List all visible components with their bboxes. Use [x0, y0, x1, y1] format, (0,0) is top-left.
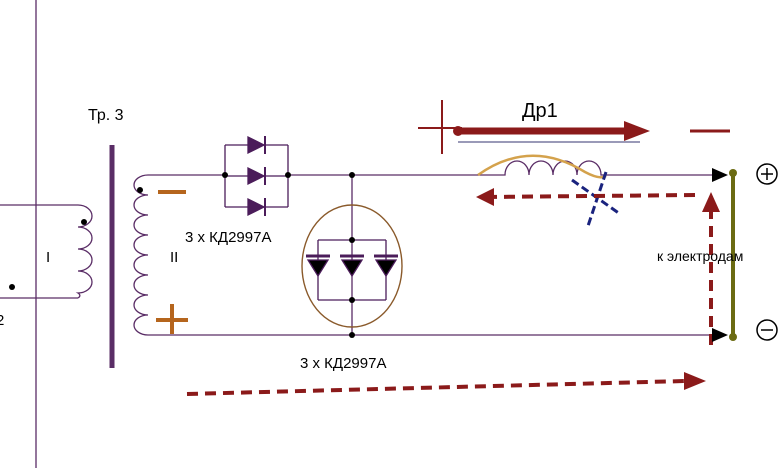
main-wires [148, 174, 715, 336]
electrode-top-terminal [729, 169, 737, 177]
secondary-winding-label: II [170, 249, 178, 266]
secondary-plus-mark [156, 304, 188, 334]
current-path-arrows [186, 193, 713, 396]
top-diode-group [224, 135, 289, 217]
output-label: к электродам [657, 248, 743, 264]
diode-group-ellipse [301, 204, 403, 328]
left-terminal-label: 2 [0, 312, 4, 329]
junction-dot [285, 172, 291, 178]
choke-plus-mark [418, 100, 462, 154]
choke-direction-arrowhead [624, 121, 650, 141]
junction-dot [222, 172, 228, 178]
bottom-wire-arrowhead [712, 328, 728, 342]
minus-terminal [756, 319, 778, 341]
secondary-winding [133, 174, 149, 336]
secondary-dot [137, 187, 143, 193]
primary-circuit [0, 204, 93, 299]
junction-dot [349, 332, 355, 338]
cross-mark [571, 171, 621, 227]
junction-dot [349, 172, 355, 178]
junction-dot [349, 237, 355, 243]
electrode-bottom-terminal [729, 333, 737, 341]
top-wire-arrowhead [712, 168, 728, 182]
bottom-arrowhead [684, 372, 706, 390]
junction-dot [349, 297, 355, 303]
left-terminal-dot [9, 284, 15, 290]
transformer-label: Тр. 3 [88, 107, 124, 124]
choke-label: Др1 [522, 100, 558, 122]
choke-coil [480, 160, 610, 176]
return-arrowhead [476, 188, 494, 206]
primary-winding-label: I [46, 249, 50, 266]
primary-dot [81, 219, 87, 225]
up-arrowhead [702, 192, 720, 212]
diode-group-top-label: 3 х КД2997А [185, 229, 271, 246]
choke-highlight [477, 154, 607, 179]
plus-terminal [756, 163, 778, 185]
diode-group-bottom-label: 3 х КД2997А [300, 355, 386, 372]
